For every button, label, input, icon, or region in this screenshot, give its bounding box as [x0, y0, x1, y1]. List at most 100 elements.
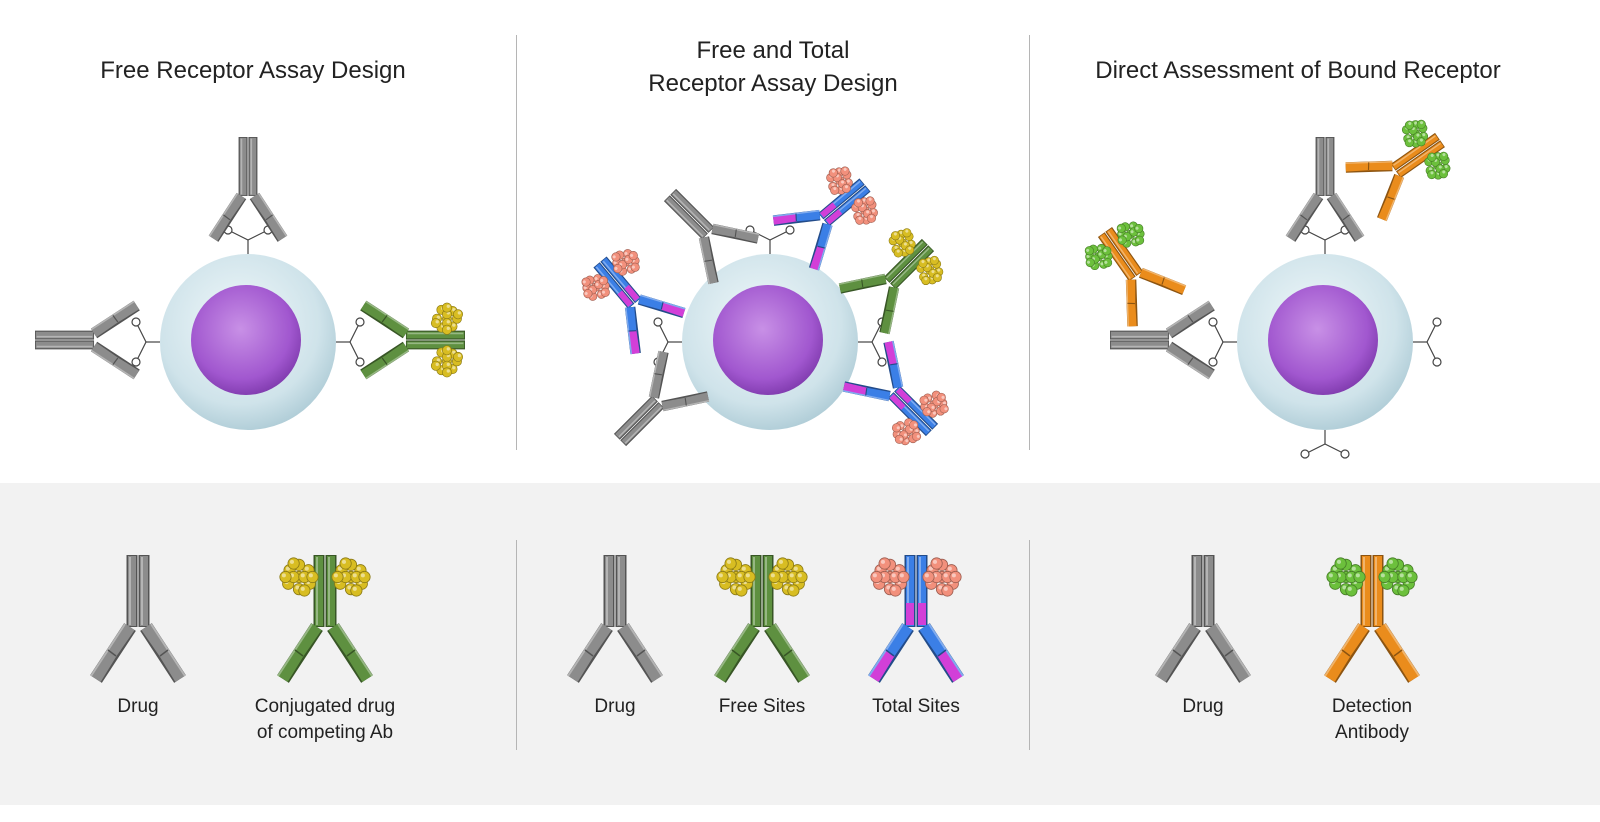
label-bead — [939, 404, 949, 414]
arm-fill — [1327, 193, 1351, 220]
label-bead-highlight — [1399, 586, 1404, 591]
label-bead-highlight — [886, 585, 891, 590]
label-bead-highlight — [600, 278, 604, 283]
label-bead — [1353, 570, 1366, 584]
arm-fill — [889, 363, 903, 389]
drug-antibody — [1110, 300, 1215, 380]
arm-fill — [1166, 314, 1193, 338]
label-bead-highlight — [843, 167, 847, 171]
label-bead-highlight — [1428, 167, 1433, 171]
label-bead-highlight — [856, 213, 860, 217]
label-bead-highlight — [1407, 573, 1412, 578]
label-bead — [932, 273, 942, 283]
label-bead — [855, 215, 865, 225]
arm-joint — [1161, 277, 1165, 285]
arm-joint — [783, 649, 793, 657]
label-bead-highlight — [308, 573, 313, 578]
label-bead — [776, 557, 789, 570]
label-bead-highlight — [868, 197, 872, 201]
arm-fill — [1299, 193, 1323, 220]
receptor-site — [1208, 317, 1218, 327]
arm-joint — [159, 649, 169, 657]
label-bead-highlight — [360, 573, 365, 578]
label-bead-highlight — [872, 573, 877, 578]
arm-tip — [1187, 357, 1215, 379]
receptor — [745, 225, 795, 254]
label-bead — [331, 570, 344, 584]
arm-highlight — [698, 238, 710, 285]
receptor — [1413, 317, 1442, 367]
arm-joint — [937, 649, 947, 657]
label-bead-highlight — [300, 586, 305, 591]
heavy-chain-tip — [825, 209, 843, 225]
label-bead-highlight — [924, 277, 928, 281]
label-bead-highlight — [625, 257, 629, 261]
label-bead-highlight — [1332, 566, 1337, 571]
arm-joint — [1367, 162, 1370, 170]
legend-label-detection-line2: Antibody — [1335, 722, 1409, 743]
label-bead — [583, 289, 593, 299]
label-bead-highlight — [452, 307, 456, 312]
label-bead — [630, 262, 640, 272]
label-bead — [828, 168, 838, 178]
label-bead-highlight — [1118, 238, 1122, 242]
heavy-chain-tip — [889, 393, 906, 410]
arm-highlight — [91, 349, 135, 380]
arm-joint — [1172, 649, 1182, 657]
arm-highlight — [892, 340, 904, 387]
receptor-site — [653, 317, 663, 327]
legend-label-drug: Drug — [1182, 696, 1224, 717]
arm-tip — [1187, 301, 1215, 323]
arm-joint — [112, 357, 119, 365]
arm-highlight — [257, 193, 288, 237]
arm-tip — [843, 382, 868, 396]
arm-joint — [265, 214, 273, 221]
arm-fill — [1206, 623, 1234, 657]
label-bead-highlight — [1118, 226, 1122, 230]
legend-background — [0, 483, 1600, 805]
receptor-site — [1208, 357, 1218, 367]
arm-joint — [1387, 196, 1395, 200]
label-bead — [930, 557, 943, 570]
legend-label-free-sites: Free Sites — [718, 696, 806, 717]
label-bead — [1439, 151, 1449, 161]
heavy-chain-highlight — [672, 193, 710, 231]
label-bead — [787, 584, 800, 597]
label-bead-highlight — [631, 265, 635, 269]
heavy-chain-fill — [1099, 233, 1135, 280]
label-bead — [919, 395, 929, 405]
label-bead-highlight — [837, 168, 841, 172]
arm-tip — [810, 245, 826, 271]
label-bead-highlight — [1444, 165, 1448, 169]
arm-tip — [704, 259, 718, 284]
label-bead-highlight — [927, 258, 931, 262]
label-bead-highlight — [924, 398, 928, 402]
label-bead-highlight — [295, 585, 300, 590]
receptor-site — [1432, 357, 1442, 367]
label-bead-highlight — [1442, 153, 1446, 157]
label-bead — [430, 360, 441, 371]
legend-free-sites-icon — [714, 555, 810, 683]
arm-fill — [91, 314, 118, 338]
label-bead-highlight — [895, 566, 900, 571]
arm-joint — [734, 229, 737, 237]
arm-fill — [661, 397, 687, 411]
arm-tip — [1161, 277, 1186, 294]
label-bead — [628, 251, 638, 261]
label-bead-highlight — [903, 433, 907, 437]
receptor-site — [355, 317, 365, 327]
label-bead-highlight — [1347, 586, 1352, 591]
label-bead-highlight — [778, 559, 784, 564]
arm-fill — [638, 295, 664, 310]
heavy-chain-fill — [665, 196, 707, 238]
heavy-chain-highlight — [618, 400, 656, 438]
label-bead — [841, 183, 851, 193]
label-bead-highlight — [435, 362, 439, 367]
legend-label-detection-line1: Detection — [1331, 696, 1413, 717]
divider — [1029, 540, 1030, 750]
label-bead-highlight — [598, 292, 602, 296]
arm-highlight — [888, 288, 900, 335]
legend-label-total-sites: Total Sites — [872, 696, 960, 717]
arm-joint — [1342, 214, 1350, 221]
panel-3-title: Direct Assessment of Bound Receptor — [1095, 57, 1501, 84]
